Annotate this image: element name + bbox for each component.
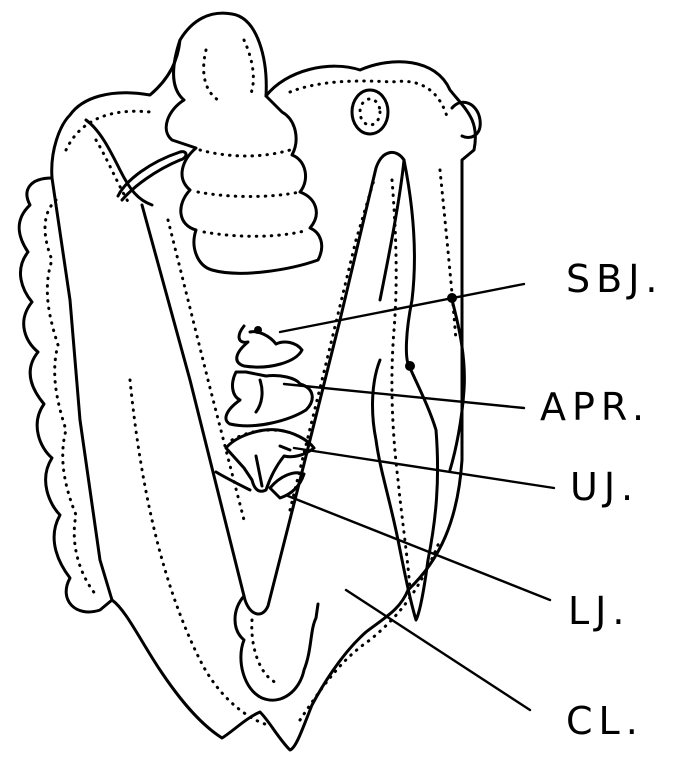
leader-sbj <box>280 284 524 332</box>
label-uj: UJ. <box>570 465 639 509</box>
labels: SBJ. APR. UJ. LJ. CL. <box>540 257 663 743</box>
leader-lines <box>280 284 554 710</box>
leader-cl <box>346 590 530 710</box>
label-cl: CL. <box>566 699 644 743</box>
right-tube <box>373 160 465 620</box>
central-segments <box>86 40 322 273</box>
label-lj: LJ. <box>568 589 630 633</box>
label-apr: APR. <box>540 385 650 429</box>
leader-uj <box>294 448 554 488</box>
eye-spot <box>352 90 388 134</box>
label-sbj: SBJ. <box>566 257 663 301</box>
jaw-apparatus <box>216 326 314 498</box>
